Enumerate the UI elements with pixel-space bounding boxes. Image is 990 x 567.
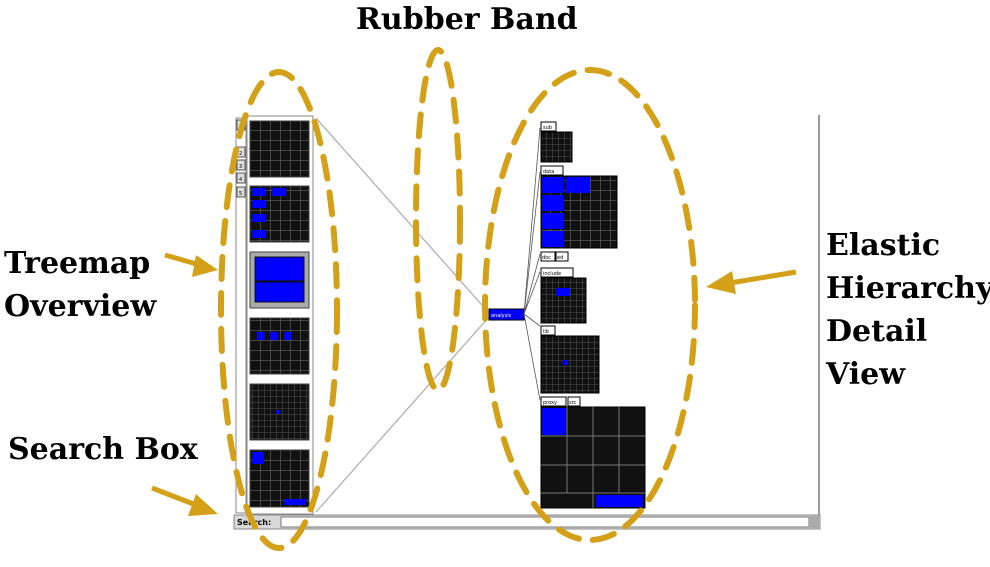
app-window: 1 2 3 4 5 xyxy=(233,115,821,530)
focus-node-label: analysis xyxy=(491,313,512,319)
callout-line: Elastic xyxy=(826,228,941,263)
diagram-title: Rubber Band xyxy=(356,2,578,37)
detail-node[interactable]: lib xyxy=(540,325,600,394)
node-label: proxy xyxy=(543,400,557,406)
callout-line: Treemap xyxy=(4,246,151,281)
arrow-icon xyxy=(151,485,218,516)
node-label: src xyxy=(569,400,577,406)
treemap-thumbnail[interactable] xyxy=(249,449,310,508)
detail-node[interactable]: doc ed xyxy=(540,251,569,262)
treemap-overview-panel[interactable] xyxy=(246,115,314,515)
detail-node[interactable]: sub xyxy=(540,121,573,163)
arrow-icon xyxy=(706,269,797,294)
sidebar-tab-strip: 1 2 3 4 5 xyxy=(235,117,247,514)
scrollbar-corner xyxy=(810,516,819,528)
treemap-thumbnail[interactable] xyxy=(249,251,310,309)
treemap-overview-callout: Treemap Overview xyxy=(4,242,156,328)
tab-label: 5 xyxy=(239,191,242,197)
search-box-callout: Search Box xyxy=(8,432,198,467)
node-label: ed xyxy=(557,255,563,261)
node-label: include xyxy=(543,271,561,277)
callout-line: View xyxy=(826,357,906,392)
elastic-view-callout: Elastic Hierarchy Detail View xyxy=(826,224,990,396)
treemap-thumbnail[interactable] xyxy=(249,185,310,243)
rubber-band-ellipse xyxy=(413,47,463,393)
hierarchy-edges xyxy=(523,127,541,401)
search-bar: Search: xyxy=(233,514,821,530)
elastic-view-ellipse xyxy=(482,67,698,543)
treemap-thumbnail[interactable] xyxy=(249,383,310,441)
focus-node[interactable]: analysis xyxy=(488,308,525,321)
treemap-thumbnail[interactable] xyxy=(249,120,310,178)
sidebar-tab[interactable]: 5 xyxy=(236,186,246,198)
node-label: data xyxy=(543,169,554,175)
treemap-ellipse xyxy=(218,69,340,551)
tab-label: 4 xyxy=(239,177,242,183)
callout-line: Detail xyxy=(826,314,928,349)
callout-line: Overview xyxy=(4,289,157,324)
callout-line: Hierarchy xyxy=(826,271,990,306)
annotation-arrows xyxy=(151,252,797,516)
tab-label: 3 xyxy=(239,164,242,170)
tab-label: 2 xyxy=(239,151,242,157)
node-label: doc xyxy=(542,255,551,261)
detail-node[interactable]: proxy src xyxy=(540,396,646,509)
rubber-band-lines xyxy=(315,117,490,513)
arrow-icon xyxy=(164,252,218,277)
sidebar-tab[interactable]: 4 xyxy=(236,172,246,184)
node-label: sub xyxy=(543,125,552,131)
treemap-thumbnail[interactable] xyxy=(249,317,310,375)
annotation-overlays xyxy=(218,47,698,551)
detail-node[interactable]: include xyxy=(540,267,587,324)
detail-node[interactable]: data xyxy=(540,165,618,249)
sidebar-tab[interactable]: 3 xyxy=(236,159,246,171)
detail-view[interactable]: sub data doc ed include xyxy=(540,121,646,509)
node-label: lib xyxy=(543,329,549,335)
